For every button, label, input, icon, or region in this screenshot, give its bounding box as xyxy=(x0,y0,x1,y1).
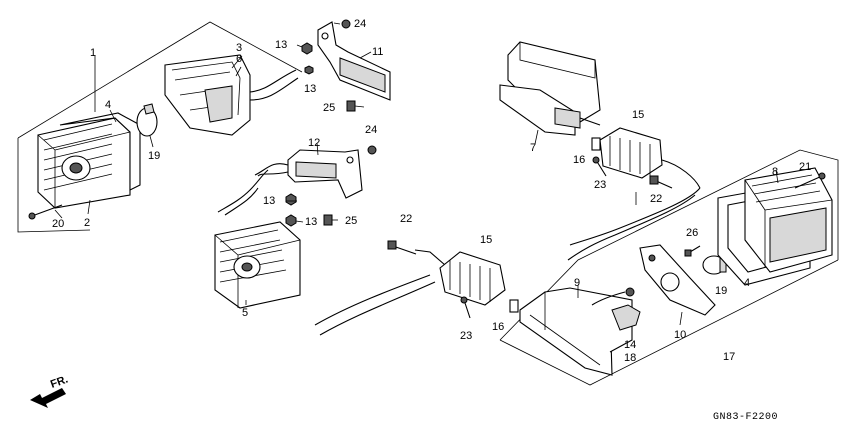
label-15b: 15 xyxy=(480,234,492,246)
bolt-22a xyxy=(387,240,417,255)
label-14: 14 xyxy=(624,339,636,351)
front-direction-arrow-icon: FR. xyxy=(30,373,70,408)
label-4a: 4 xyxy=(105,99,111,111)
front-left-bulb xyxy=(136,103,158,137)
screw-20 xyxy=(28,204,63,220)
bolt-22b xyxy=(649,175,673,189)
label-24a: 24 xyxy=(354,18,366,30)
label-6: 6 xyxy=(236,53,242,65)
label-26: 26 xyxy=(686,227,698,239)
part-labels: 1 2 3 4 6 19 20 13 13 13 13 24 24 11 12 … xyxy=(52,18,811,364)
direction-label: FR. xyxy=(49,373,70,390)
label-1: 1 xyxy=(90,47,96,59)
front-left-housing xyxy=(164,54,299,136)
nut-13c xyxy=(285,193,297,206)
nut-13d xyxy=(285,214,297,227)
label-8: 8 xyxy=(772,166,778,178)
front-stay-upper xyxy=(317,19,391,101)
leader-lines xyxy=(54,22,779,326)
label-18: 18 xyxy=(624,352,636,364)
label-12: 12 xyxy=(308,137,320,149)
label-9: 9 xyxy=(574,277,580,289)
label-21: 21 xyxy=(799,161,811,173)
label-10: 10 xyxy=(674,329,686,341)
label-23a: 23 xyxy=(594,179,606,191)
bolt-23a xyxy=(592,156,607,177)
screw-26 xyxy=(684,245,701,257)
bolt-25a xyxy=(346,100,356,112)
front-stay-lower xyxy=(254,145,377,199)
label-25b: 25 xyxy=(345,215,357,227)
rear-base-plate xyxy=(639,244,716,316)
rear-lamp-housing xyxy=(519,287,633,376)
label-11: 11 xyxy=(372,46,383,58)
label-17: 17 xyxy=(723,351,735,363)
label-13c: 13 xyxy=(263,195,275,207)
label-19a: 19 xyxy=(148,150,160,162)
group-1-frame xyxy=(17,21,303,233)
rear-bracket-left xyxy=(314,249,446,336)
label-22a: 22 xyxy=(400,213,412,225)
label-24b: 24 xyxy=(365,124,377,136)
rubber-mount-lower xyxy=(439,251,506,306)
group-17-frame xyxy=(499,149,839,386)
label-23b: 23 xyxy=(460,330,472,342)
label-25a: 25 xyxy=(323,102,335,114)
label-5: 5 xyxy=(242,307,248,319)
label-20: 20 xyxy=(52,218,64,230)
nut-13a xyxy=(301,42,313,55)
nut-13b xyxy=(304,65,314,75)
upper-rear-lamp xyxy=(499,41,601,136)
rear-socket xyxy=(591,287,641,331)
screw-21 xyxy=(794,172,826,189)
front-right-lens xyxy=(214,169,301,309)
front-left-lens xyxy=(37,117,131,209)
label-4b: 4 xyxy=(744,277,750,289)
label-13b: 13 xyxy=(304,83,316,95)
collar-16a xyxy=(591,137,601,151)
label-13d: 13 xyxy=(305,216,317,228)
label-16a: 16 xyxy=(573,154,585,166)
label-22b: 22 xyxy=(650,193,662,205)
diagram-code: GN83-F2200 xyxy=(713,412,778,423)
front-left-gasket xyxy=(59,112,141,191)
rubber-mount-upper xyxy=(567,127,701,261)
bolt-23b xyxy=(460,296,471,319)
label-3: 3 xyxy=(236,42,242,54)
label-2: 2 xyxy=(84,217,90,229)
label-7: 7 xyxy=(530,142,536,154)
bolt-25b xyxy=(323,214,333,226)
label-13a: 13 xyxy=(275,39,287,51)
rear-lens xyxy=(744,167,833,273)
label-19b: 19 xyxy=(715,285,727,297)
label-16b: 16 xyxy=(492,321,504,333)
collar-16b xyxy=(509,299,519,313)
label-15a: 15 xyxy=(632,109,644,121)
